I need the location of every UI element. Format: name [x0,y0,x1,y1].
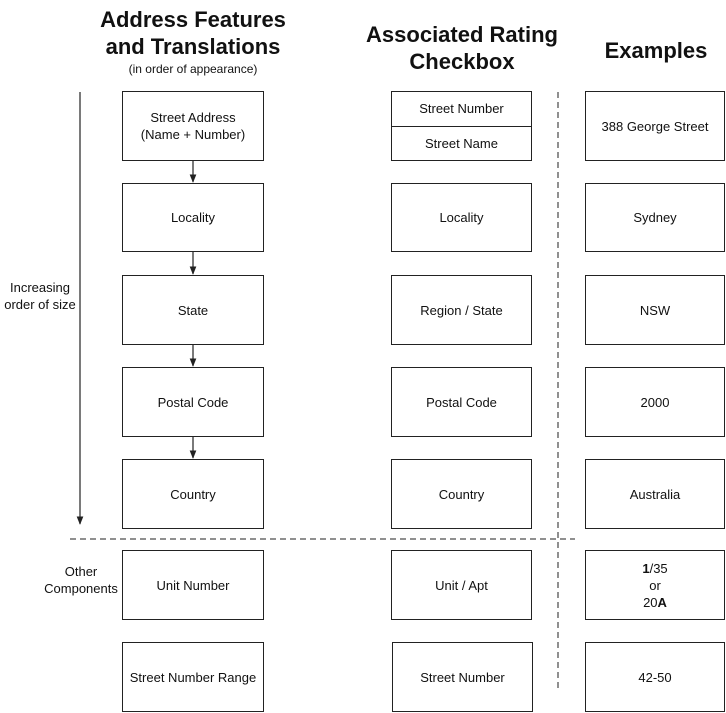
example-unit: 1/35 or 20A [585,550,725,620]
features-subheader: (in order of appearance) [128,62,258,76]
examples-header: Examples [604,38,708,63]
example-unit-or: or [649,577,661,593]
rating-postal-code: Postal Code [391,367,532,437]
rating-header-line2: Checkbox [409,49,515,74]
rating-header: Associated Rating Checkbox [355,21,569,75]
example-street: 388 George Street [585,91,725,161]
example-range: 42-50 [585,642,725,712]
example-unit-a-bold: 1 [642,560,650,576]
feature-street-number-range: Street Number Range [122,642,264,712]
feature-unit-number: Unit Number [122,550,264,620]
size-order-label: Increasing order of size [0,279,80,313]
rating-country: Country [391,459,532,529]
rating-header-line1: Associated Rating [366,22,558,47]
rating-locality: Locality [391,183,532,252]
rating-street-number: Street Number [419,101,504,117]
other-components-label-line1: Other [64,564,98,579]
feature-postal-code: Postal Code [122,367,264,437]
size-order-label-line2: order of size [4,297,76,312]
example-unit-line1: 1/35 [642,560,667,577]
example-unit-b-num: 20 [643,594,658,610]
rating-street-number-2: Street Number [392,642,533,712]
feature-street-address-line2: (Name + Number) [140,127,246,142]
rating-street-name: Street Name [392,125,531,161]
feature-state: State [122,275,264,345]
feature-street-address: Street Address (Name + Number) [122,91,264,161]
rating-unit-apt: Unit / Apt [391,550,532,620]
rating-street-box: Street Number Street Name [391,91,532,161]
example-country: Australia [585,459,725,529]
example-unit-a-rest: /35 [649,560,668,576]
feature-street-address-line1: Street Address [150,110,236,125]
example-unit-b-bold: A [657,594,667,610]
features-header: Address Features and Translations [85,6,301,60]
feature-locality: Locality [122,183,264,252]
other-components-label-line2: Components [44,581,118,596]
example-state: NSW [585,275,725,345]
example-locality: Sydney [585,183,725,252]
other-components-label: Other Components [42,563,120,597]
size-order-label-line1: Increasing [10,280,70,295]
features-header-line1: Address Features [100,7,286,32]
feature-country: Country [122,459,264,529]
example-unit-line3: 20A [642,594,667,611]
rating-region-state: Region / State [391,275,532,345]
features-header-line2: and Translations [105,34,281,59]
example-postal-code: 2000 [585,367,725,437]
